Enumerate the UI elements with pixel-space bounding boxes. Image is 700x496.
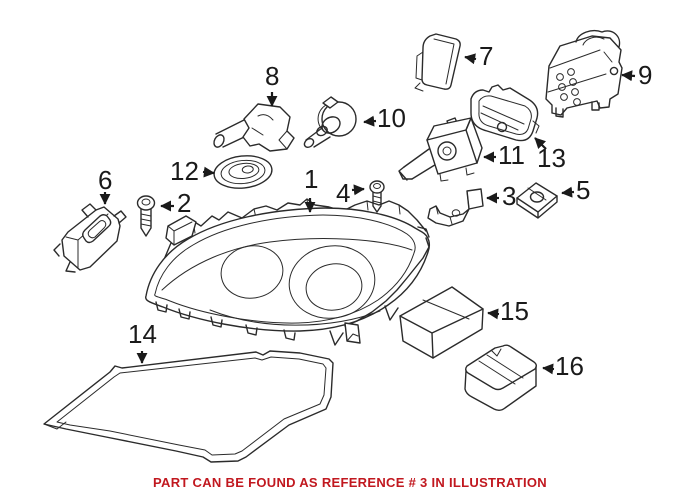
reference-note: PART CAN BE FOUND AS REFERENCE # 3 IN IL… [153,475,547,490]
bulb-drawing-8 [213,103,295,152]
part-label-2: 2 [177,188,192,218]
bracket-drawing-3 [427,188,484,227]
part-label-7: 7 [479,41,494,71]
part-label-11: 11 [498,140,525,170]
screw-drawing-2 [136,195,156,237]
part-label-8: 8 [265,61,280,91]
clip-nut-drawing-5 [516,182,558,219]
control-module-drawing-6 [53,203,127,273]
part-label-1: 1 [304,164,319,194]
leader-arrow-13 [534,137,547,150]
part-label-4: 4 [336,178,351,208]
bracket-drawing-9 [545,29,623,118]
leader-arrow-4 [351,184,365,196]
lens-drawing-14 [43,350,334,463]
part-label-5: 5 [576,175,591,205]
part-label-16: 16 [555,351,584,381]
part-label-3: 3 [502,181,517,211]
headlight-assembly-drawing [145,198,431,346]
part-label-15: 15 [500,296,529,326]
bulb-drawing-10 [303,96,357,148]
seal-ring-drawing-12 [213,155,273,189]
part-label-13: 13 [537,143,566,173]
leader-arrow-15 [487,308,500,320]
part-label-12: 12 [170,156,199,186]
leader-arrow-5 [561,186,575,198]
leader-arrow-7 [464,53,477,65]
leader-arrow-16 [542,363,555,375]
leader-arrows [99,53,636,375]
box-drawing-15 [399,286,484,359]
part-label-10: 10 [377,103,406,133]
part-label-9: 9 [638,60,653,90]
cap-drawing-13 [470,84,540,142]
leader-arrow-12 [202,166,215,178]
box-drawing-16 [464,344,537,411]
igniter-drawing-11 [398,117,483,182]
leader-arrow-10 [363,115,377,127]
part-label-6: 6 [98,165,113,195]
cover-drawing-7 [414,33,461,92]
screw-drawing-4 [369,180,385,213]
leader-arrow-9 [621,70,636,82]
part-label-14: 14 [128,319,157,349]
